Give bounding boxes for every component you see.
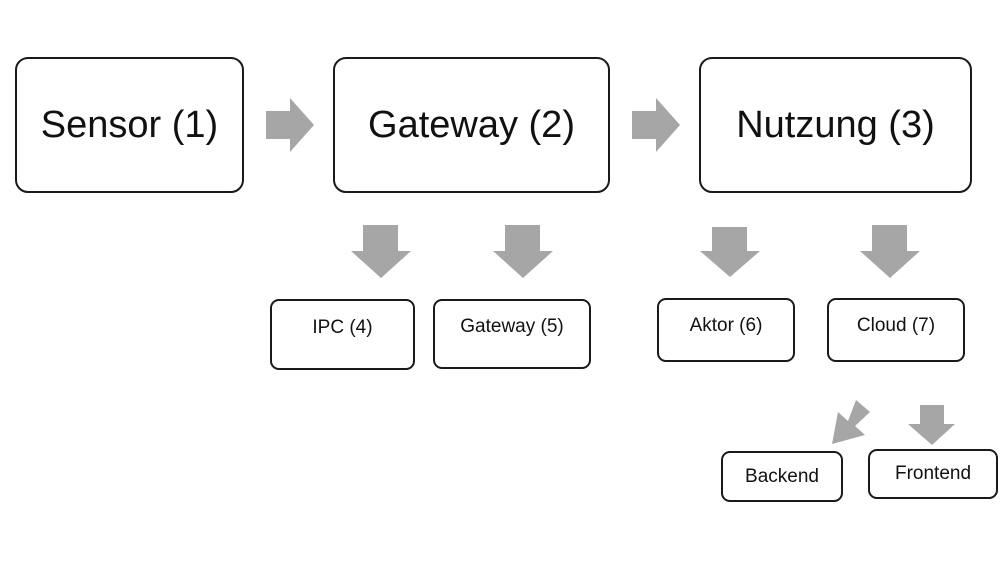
arrow-gateway-to-nutzung: [632, 98, 680, 152]
node-frontend: Frontend: [868, 449, 998, 499]
node-cloud-label: Cloud (7): [856, 315, 936, 336]
node-gateway-sub-label: Gateway (5): [460, 316, 564, 337]
node-ipc: IPC (4): [270, 299, 415, 370]
arrow-sensor-to-gateway: [266, 98, 314, 152]
node-cloud: Cloud (7): [827, 298, 965, 362]
node-ipc-label: IPC (4): [312, 316, 373, 338]
node-nutzung: Nutzung (3): [699, 57, 972, 193]
arrow-gateway-to-gateway-sub: [493, 225, 553, 278]
arrow-nutzung-to-cloud: [860, 225, 920, 278]
arrow-cloud-to-backend: [832, 400, 870, 444]
node-backend-label: Backend: [745, 465, 819, 487]
arrow-nutzung-to-aktor: [700, 227, 760, 277]
node-aktor: Aktor (6): [657, 298, 795, 362]
arrow-gateway-to-ipc: [351, 225, 411, 278]
node-aktor-label: Aktor (6): [689, 315, 763, 336]
node-gateway-sub: Gateway (5): [433, 299, 591, 369]
arrow-cloud-to-frontend: [908, 405, 955, 445]
node-backend: Backend: [721, 451, 843, 502]
node-gateway-label: Gateway (2): [368, 103, 575, 146]
node-sensor: Sensor (1): [15, 57, 244, 193]
node-nutzung-label: Nutzung (3): [736, 103, 935, 146]
node-gateway: Gateway (2): [333, 57, 610, 193]
node-sensor-label: Sensor (1): [40, 103, 219, 146]
node-frontend-label: Frontend: [894, 463, 972, 484]
